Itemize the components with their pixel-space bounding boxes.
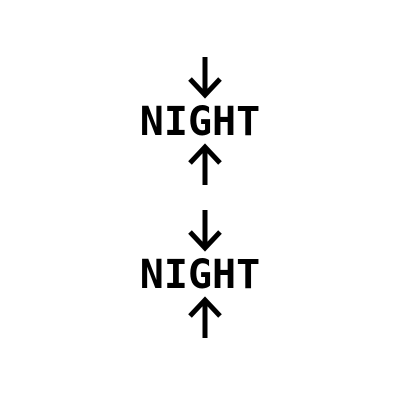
arrow-up-icon (188, 296, 222, 338)
arrow-down-icon (188, 210, 222, 252)
arrow-down-icon (188, 57, 222, 99)
arrow-up-icon (188, 143, 222, 185)
word-block: NIGHT (0, 55, 400, 195)
word-label: NIGHT (139, 252, 261, 298)
word-block: NIGHT (0, 208, 400, 348)
word-label: NIGHT (139, 99, 261, 145)
